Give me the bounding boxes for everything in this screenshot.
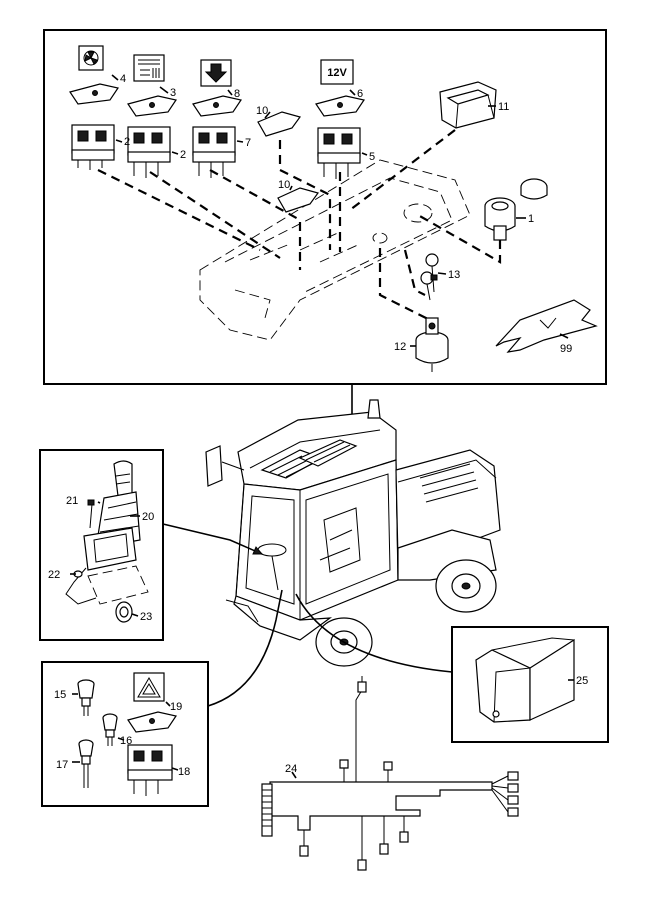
callout-21: 21 xyxy=(66,495,78,507)
route-1 xyxy=(417,214,502,264)
joystick-box: 21 20 22 23 xyxy=(39,449,164,641)
callout-23: 23 xyxy=(140,611,152,623)
arrow-icon-box xyxy=(200,59,232,87)
rear-wheel xyxy=(435,559,497,613)
callout-99: 99 xyxy=(560,343,572,355)
hood-grille xyxy=(419,463,479,503)
callout-15: 15 xyxy=(54,689,66,701)
callout-2b: 2 xyxy=(180,149,186,161)
voltage-icon-box: 12V xyxy=(320,59,354,85)
connector-joystick-to-cab xyxy=(162,523,263,555)
arrow-down-icon xyxy=(204,63,228,83)
callout-11: 11 xyxy=(498,101,509,113)
heater-icon-box xyxy=(133,54,165,82)
cover-box: 25 xyxy=(451,626,609,743)
callout-18: 18 xyxy=(178,766,190,778)
top-panel-box: 12V xyxy=(43,29,607,385)
lamp-15 xyxy=(77,679,95,716)
switch-cap-8 xyxy=(192,95,242,117)
route-2b xyxy=(149,171,281,259)
ignition-switch-12 xyxy=(415,317,449,372)
connector-hazard-to-cab xyxy=(207,589,283,707)
route-11 xyxy=(349,129,456,211)
hazard-icon-box xyxy=(133,672,165,702)
indicator-housing-11 xyxy=(439,81,497,129)
lamp-16 xyxy=(102,713,118,746)
switch-cap-6 xyxy=(315,95,365,117)
callout-3: 3 xyxy=(170,87,176,99)
connector-cab-to-cover xyxy=(295,593,453,673)
callout-12: 12 xyxy=(394,341,406,353)
wiring-harness-24: 24 xyxy=(261,676,519,871)
keys-13 xyxy=(420,253,439,301)
cover-plate-10b xyxy=(277,187,319,213)
callout-19: 19 xyxy=(170,701,182,713)
route-13 xyxy=(403,249,426,296)
callout-20: 20 xyxy=(142,511,154,523)
callout-10a: 10 xyxy=(256,105,268,117)
switch-body-5 xyxy=(317,127,361,179)
callout-25: 25 xyxy=(576,675,588,687)
machine-illustration xyxy=(205,399,501,667)
callout-22: 22 xyxy=(48,569,60,581)
heater-icon xyxy=(138,59,160,78)
callout-16: 16 xyxy=(120,735,132,747)
callout-10b: 10 xyxy=(278,179,290,191)
callout-17: 17 xyxy=(56,759,68,771)
voltage-label: 12V xyxy=(327,67,347,79)
route-2a xyxy=(97,169,261,251)
callout-24: 24 xyxy=(285,763,297,775)
power-socket-1 xyxy=(484,178,548,241)
route-10 xyxy=(278,140,332,250)
switch-body-7 xyxy=(192,126,236,178)
callout-5: 5 xyxy=(369,151,375,163)
fan-icon xyxy=(83,50,99,66)
hazard-triangle-icon xyxy=(137,677,161,698)
cover-plate-10a xyxy=(257,111,301,137)
switch-body-2b xyxy=(127,126,171,178)
switch-cap-4 xyxy=(69,83,119,105)
callout-2a: 2 xyxy=(124,136,130,148)
lamp-17 xyxy=(78,739,94,788)
callout-6: 6 xyxy=(357,88,363,100)
switch-cap-3 xyxy=(127,95,177,117)
callout-7: 7 xyxy=(245,137,251,149)
hazard-switch-box: 15 16 17 19 18 xyxy=(41,661,209,807)
callout-8: 8 xyxy=(234,88,240,100)
route-12 xyxy=(378,248,431,321)
switch-body-2a xyxy=(71,124,115,170)
panel-outline xyxy=(199,159,471,341)
route-7 xyxy=(209,169,302,270)
callout-1: 1 xyxy=(528,213,534,225)
fork-tool-99 xyxy=(495,299,598,353)
callout-13: 13 xyxy=(448,269,460,281)
callout-4: 4 xyxy=(120,73,126,85)
fan-icon-box xyxy=(78,45,104,71)
front-wheel xyxy=(315,617,373,667)
